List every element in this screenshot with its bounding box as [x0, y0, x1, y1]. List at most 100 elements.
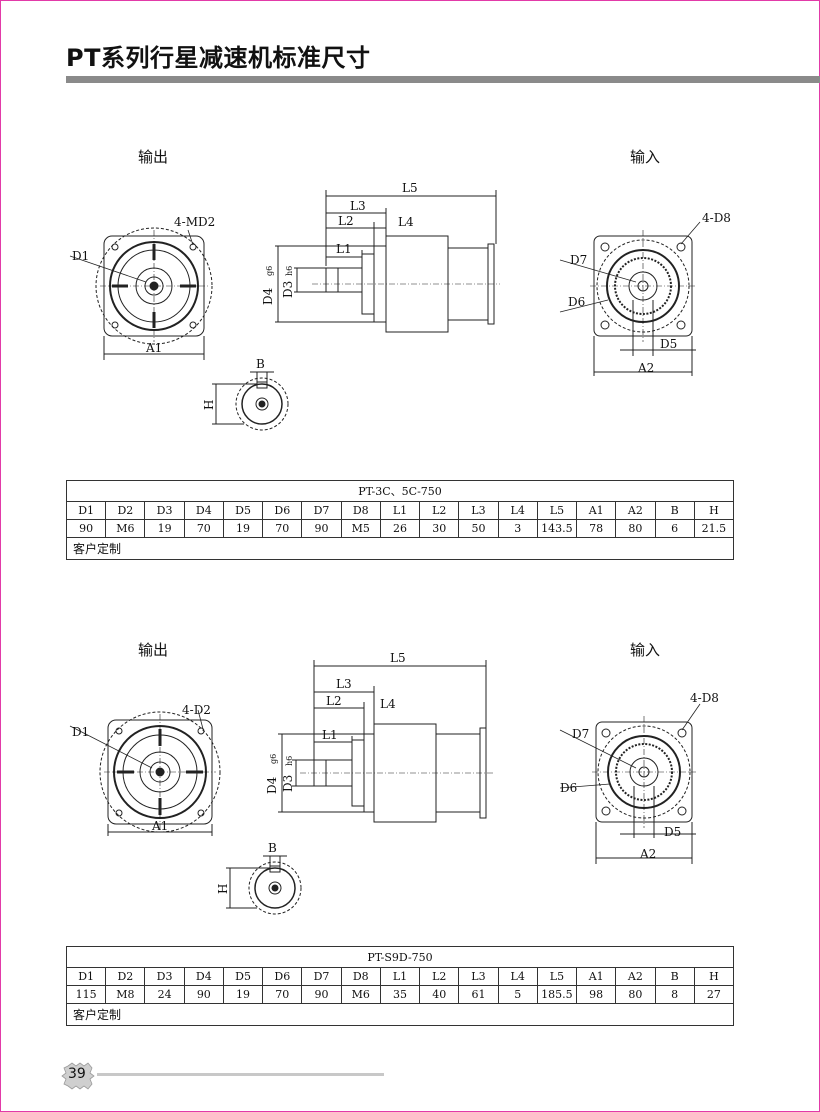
header-cell: L3 — [458, 501, 499, 520]
header-cell: B — [654, 967, 695, 986]
dim-label-d8: 4-D8 — [690, 691, 719, 705]
header-cell: D4 — [183, 501, 224, 520]
output-flange-view — [69, 709, 221, 836]
technical-drawing-1: D1 4-MD2 A1 L5 L3 L2 L4 L1 D4 g6 D3 h6 D… — [69, 181, 731, 431]
dim-label-l4: L4 — [398, 215, 414, 229]
value-cell: 90 — [183, 985, 224, 1004]
value-cell: M8 — [105, 985, 146, 1004]
header-cell: L5 — [536, 501, 578, 520]
value-cell: 143.5 — [536, 519, 578, 538]
header-cell: D4 — [183, 967, 224, 986]
header-cell: A2 — [615, 501, 656, 520]
dim-label-d5: D5 — [664, 825, 681, 839]
header-cell: D7 — [301, 967, 342, 986]
dim-label-l2: L2 — [338, 214, 354, 228]
value-cell: 115 — [65, 985, 107, 1004]
value-cell: 90 — [65, 519, 107, 538]
dim-label-l1: L1 — [322, 728, 338, 742]
dim-label-l5: L5 — [402, 181, 418, 195]
value-cell: 6 — [654, 519, 695, 538]
header-cell: D5 — [222, 967, 264, 986]
header-cell: D1 — [65, 967, 107, 986]
dim-label-b: B — [268, 841, 277, 855]
value-cell: 70 — [262, 519, 303, 538]
dim-label-d4: D4 — [265, 776, 279, 794]
value-cell: 80 — [615, 519, 656, 538]
dim-label-d7: D7 — [572, 727, 589, 741]
model-name: PT-3C、5C-750 — [66, 480, 734, 502]
dim-label-h6: h6 — [285, 756, 294, 766]
value-cell: 98 — [576, 985, 617, 1004]
drawing-section-1: D1 4-MD2 A1 L5 L3 L2 L4 L1 D4 g6 D3 h6 D… — [0, 160, 820, 500]
header-cell: D3 — [144, 967, 185, 986]
value-cell: 50 — [458, 519, 499, 538]
header-cell: L4 — [497, 967, 538, 986]
value-cell: 27 — [693, 985, 735, 1004]
header-cell: D5 — [222, 501, 264, 520]
dim-label-d8: 4-D8 — [702, 211, 731, 225]
output-label-1: 输出 — [138, 148, 169, 166]
input-label-2: 输入 — [630, 641, 661, 659]
output-flange-view — [69, 227, 213, 360]
value-cell: 21.5 — [693, 519, 735, 538]
title-bar — [66, 76, 820, 83]
header-cell: L5 — [536, 967, 578, 986]
model-name: PT-S9D-750 — [66, 946, 734, 968]
dim-label-d7: D7 — [570, 253, 587, 267]
value-cell: 61 — [458, 985, 499, 1004]
value-cell: 3 — [497, 519, 538, 538]
header-cell: L3 — [458, 967, 499, 986]
value-cell: 19 — [144, 519, 185, 538]
header-cell: L2 — [419, 501, 460, 520]
dim-label-l1: L1 — [336, 242, 352, 256]
shaft-key-view — [212, 371, 289, 431]
dim-label-d1: D1 — [72, 725, 89, 739]
dim-label-d2: 4-D2 — [182, 703, 211, 717]
technical-drawing-2: D1 4-D2 A1 L5 L3 L2 L4 L1 D4 g6 D3 h6 D7… — [69, 651, 719, 915]
value-cell: M6 — [340, 985, 381, 1004]
header-cell: D6 — [262, 967, 303, 986]
dim-label-h: H — [202, 400, 216, 410]
side-view — [278, 660, 494, 823]
value-cell: 90 — [301, 519, 342, 538]
value-cell: 19 — [222, 985, 264, 1004]
dim-label-l3: L3 — [336, 677, 352, 691]
value-cell: 80 — [615, 985, 656, 1004]
input-flange-view — [559, 703, 701, 864]
dim-label-d3: D3 — [281, 775, 295, 792]
output-label-2: 输出 — [138, 641, 169, 659]
custom-note: 客户定制 — [66, 1003, 734, 1026]
value-cell: M5 — [340, 519, 381, 538]
dim-label-l2: L2 — [326, 694, 342, 708]
header-cell: D8 — [340, 501, 381, 520]
dim-label-a2: A2 — [637, 361, 654, 375]
dim-label-a1: A1 — [145, 341, 162, 355]
drawing-section-2: D1 4-D2 A1 L5 L3 L2 L4 L1 D4 g6 D3 h6 D7… — [0, 630, 820, 970]
dim-label-g6: g6 — [265, 266, 274, 276]
input-flange-view — [559, 221, 701, 376]
header-cell: A1 — [576, 501, 617, 520]
dim-label-a1: A1 — [151, 819, 168, 833]
value-cell: 30 — [419, 519, 460, 538]
custom-note: 客户定制 — [66, 537, 734, 560]
header-cell: D6 — [262, 501, 303, 520]
header-cell: H — [693, 967, 735, 986]
header-cell: A2 — [615, 967, 656, 986]
dim-label-md2: 4-MD2 — [174, 215, 215, 229]
dim-label-d6: D6 — [560, 781, 577, 795]
dim-label-l5: L5 — [390, 651, 406, 665]
value-cell: 19 — [222, 519, 264, 538]
header-cell: D1 — [65, 501, 107, 520]
header-cell: D3 — [144, 501, 185, 520]
header-row: D1 D2 D3 D4 D5 D6 D7 D8 L1 L2 L3 L4 L5 A… — [65, 967, 735, 986]
dim-label-d4: D4 — [261, 287, 275, 305]
dim-label-d3: D3 — [281, 281, 295, 298]
gear-icon — [61, 1062, 95, 1090]
header-row: D1 D2 D3 D4 D5 D6 D7 D8 L1 L2 L3 L4 L5 A… — [65, 501, 735, 520]
spec-table-1: PT-3C、5C-750 D1 D2 D3 D4 D5 D6 D7 D8 L1 … — [65, 480, 735, 560]
value-cell: M6 — [105, 519, 146, 538]
dim-label-l4: L4 — [380, 697, 396, 711]
value-cell: 70 — [183, 519, 224, 538]
dim-label-d5: D5 — [660, 337, 677, 351]
value-cell: 26 — [379, 519, 421, 538]
